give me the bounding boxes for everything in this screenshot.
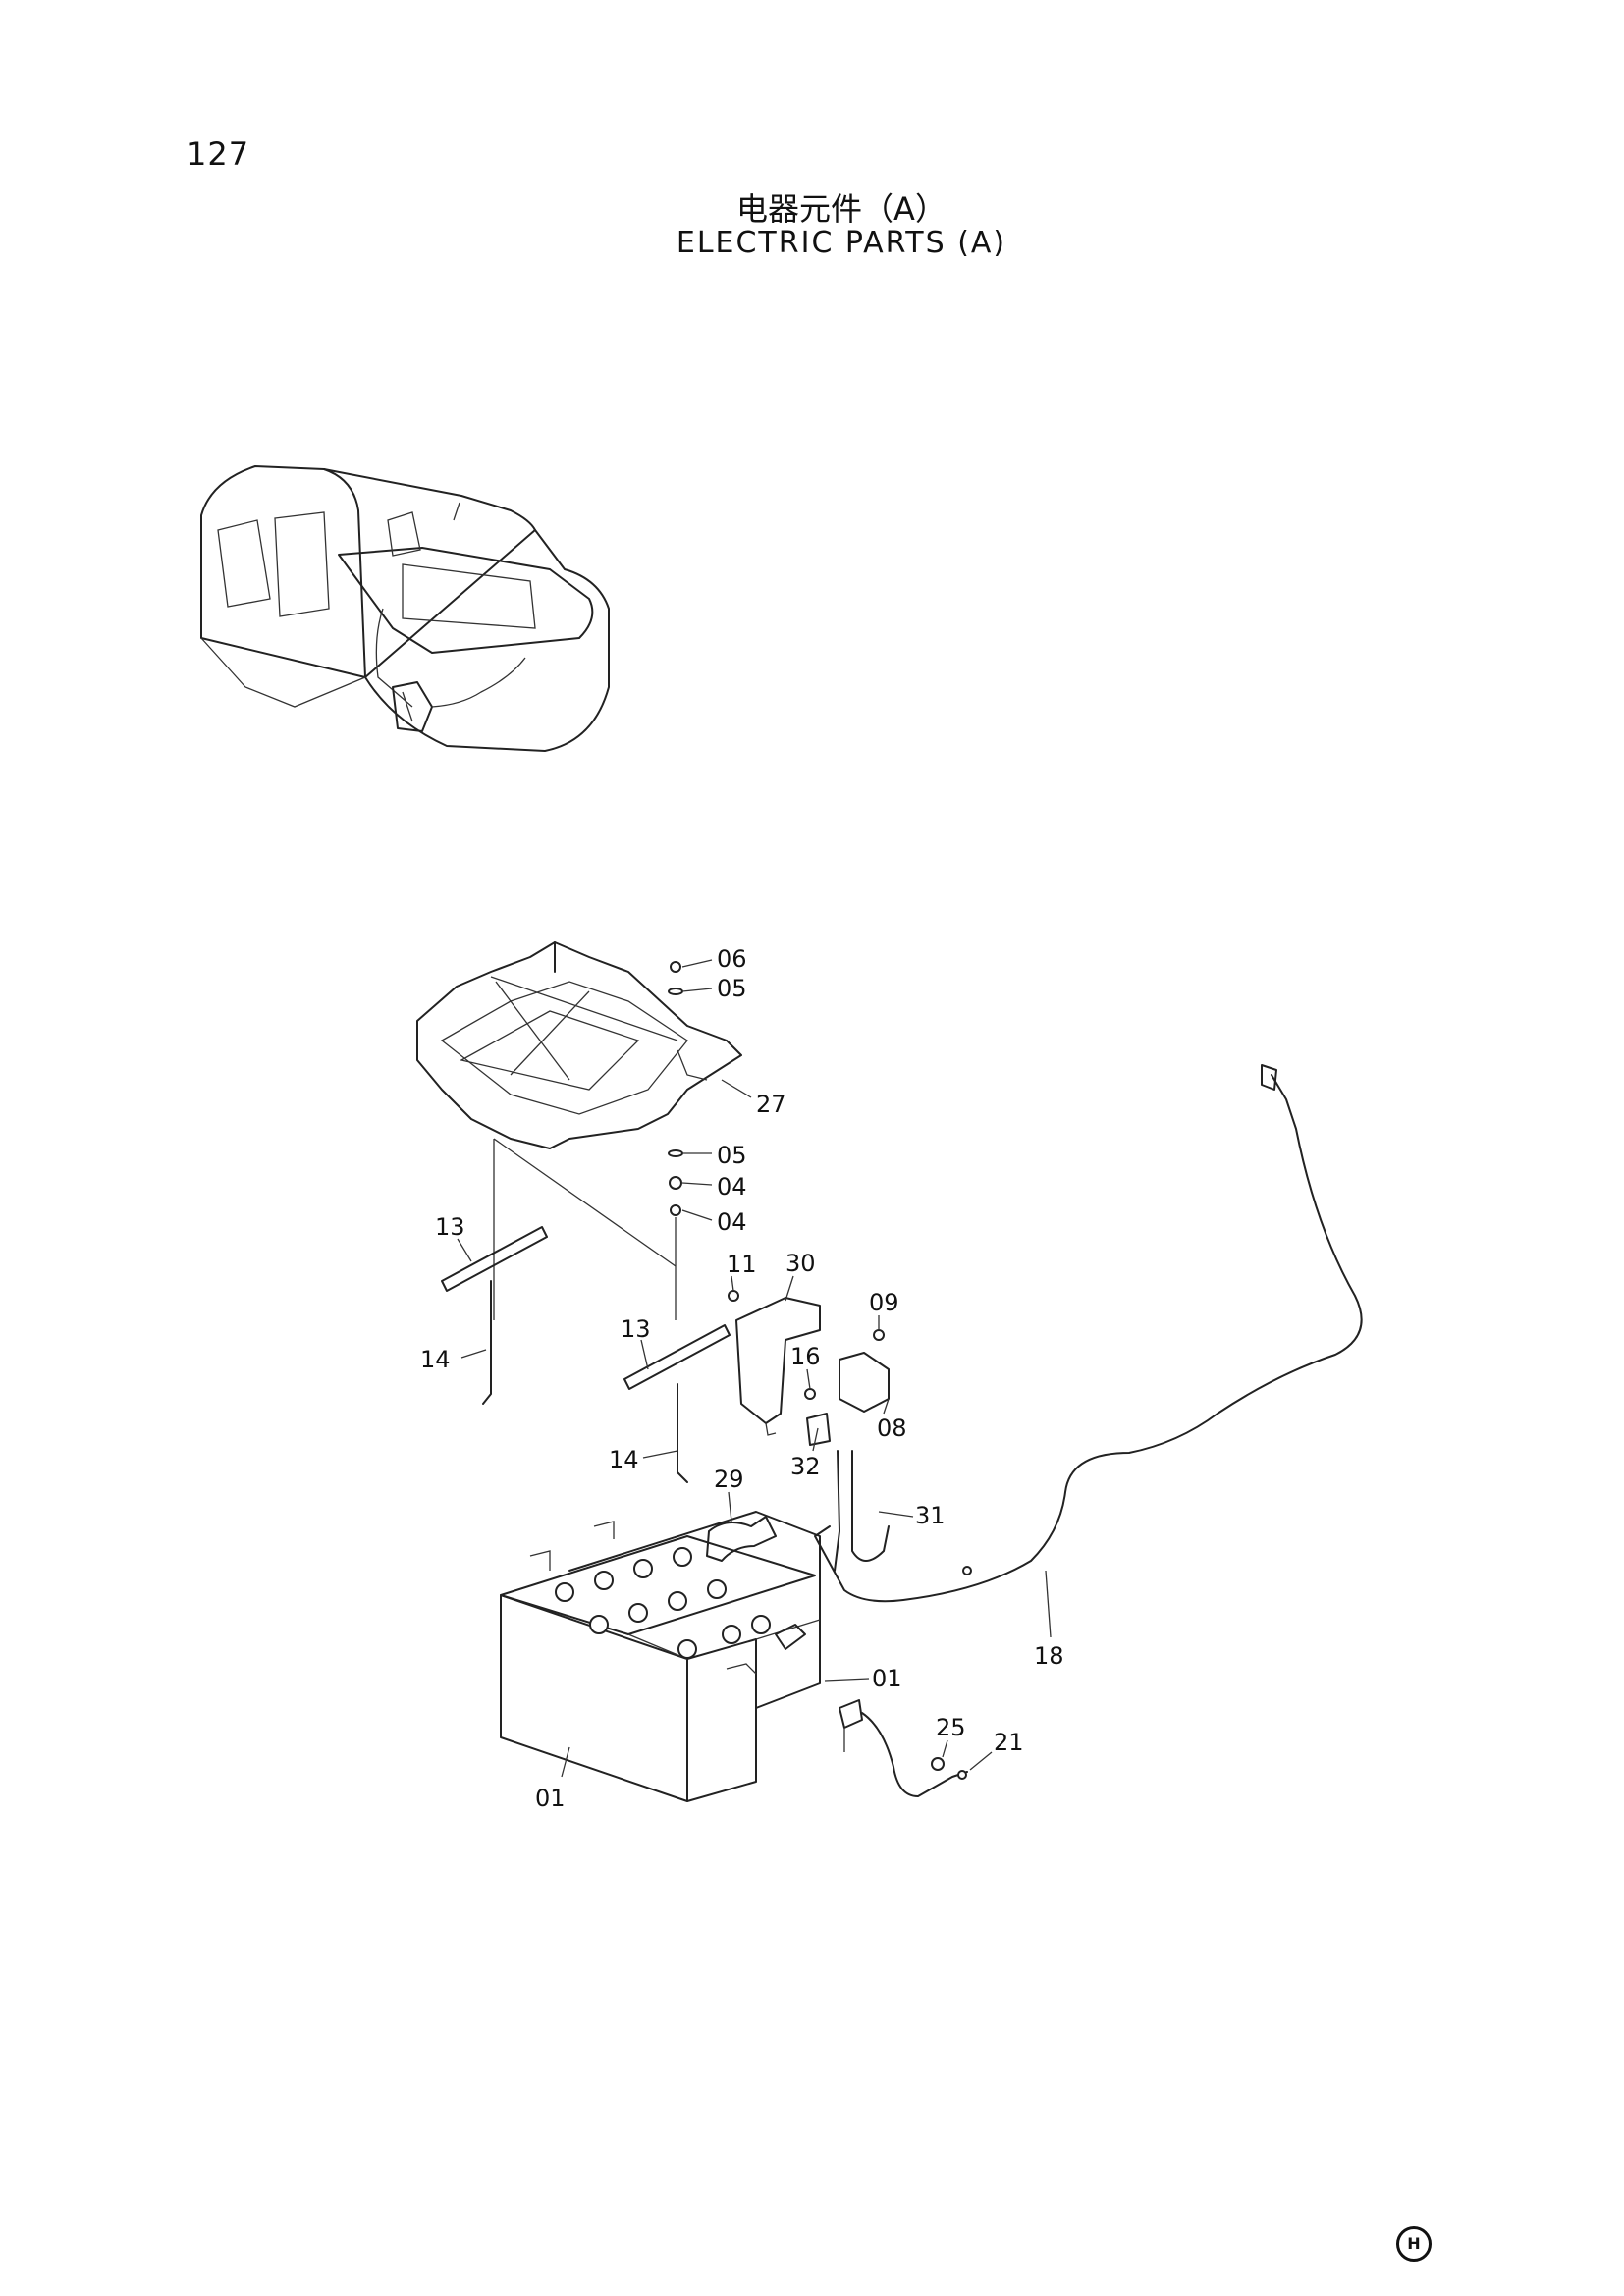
callout-09: 09 [869,1289,899,1316]
callout-13: 13 [621,1315,651,1343]
callouts: 06 05 27 05 04 04 13 11 30 09 14 13 16 0… [420,945,1064,1812]
callout-04: 04 [717,1173,747,1201]
callout-25: 25 [936,1714,966,1741]
callout-30: 30 [785,1250,816,1277]
callout-06: 06 [717,945,747,973]
part-21-ground-cable [839,1699,968,1797]
callout-32: 32 [790,1453,821,1480]
title-english: ELECTRIC PARTS (A) [676,226,1007,260]
callout-05: 05 [717,975,747,1002]
part-29-cable [706,1516,777,1562]
title-chinese: 电器元件（A） [736,190,947,228]
callout-13: 13 [435,1213,465,1241]
hardware-stack [668,961,683,1320]
callout-31: 31 [915,1502,946,1529]
callout-05: 05 [717,1142,747,1169]
excavator-overview-illustration [200,465,610,752]
page-number: 127 [187,135,250,173]
part-31-cable [834,1450,890,1572]
part-18-cable [814,1074,1363,1603]
callout-01: 01 [535,1785,566,1812]
callout-29: 29 [714,1466,744,1493]
publisher-logo: H [1396,2226,1432,2262]
callout-21: 21 [994,1729,1024,1756]
callout-01: 01 [872,1665,902,1692]
callout-04: 04 [717,1208,747,1236]
callout-11: 11 [727,1251,757,1278]
callout-14: 14 [420,1346,451,1373]
callout-08: 08 [877,1415,907,1442]
callout-16: 16 [790,1343,821,1370]
part-01-batteries [500,1511,821,1802]
part-27-cover [416,941,742,1149]
callout-14: 14 [609,1446,639,1473]
leader-lines [457,959,1052,1778]
callout-18: 18 [1034,1642,1064,1670]
hold-down-parts [441,1138,731,1483]
callout-27: 27 [756,1091,786,1118]
